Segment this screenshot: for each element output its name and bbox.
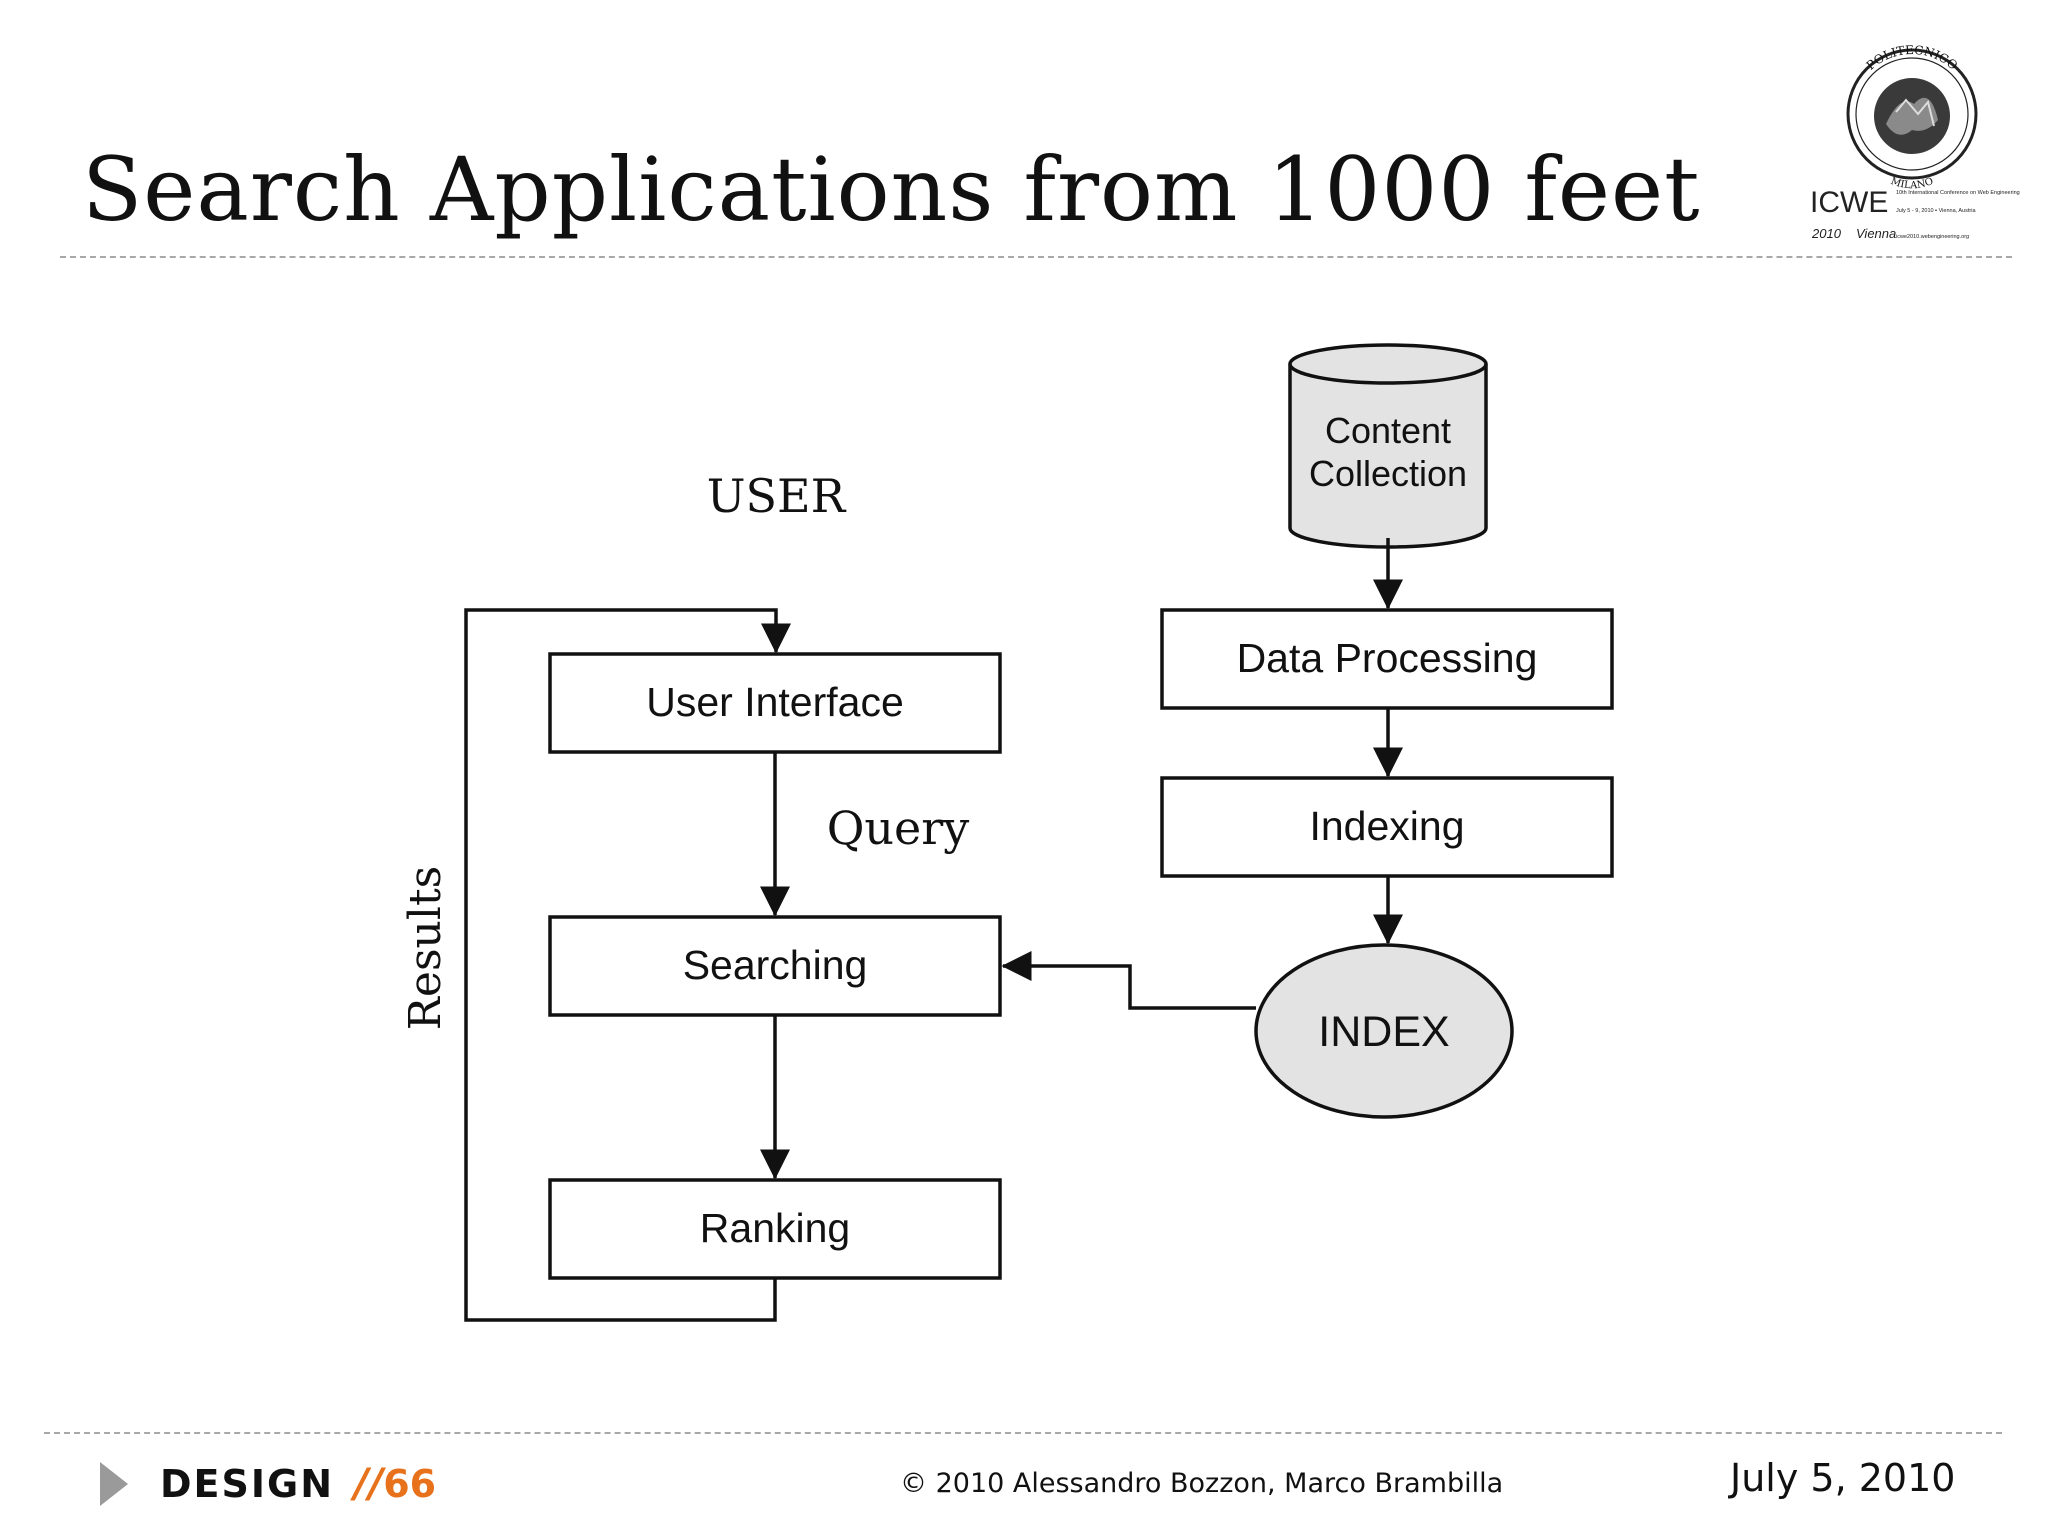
arrow-results-loop (464, 608, 791, 1322)
seal-text-bottom: MILANO (1889, 176, 1935, 191)
indexing-node: Indexing (1160, 776, 1614, 878)
conference-line2: July 5 - 9, 2010 ▪ Vienna, Austria (1896, 208, 1976, 214)
conference-mark: ICWE (1810, 186, 1888, 219)
bottom-divider (44, 1432, 2002, 1434)
user-interface-node: User Interface (548, 652, 1002, 754)
query-label: Query (827, 801, 970, 855)
searching-node: Searching (548, 915, 1002, 1017)
svg-text:MILANO: MILANO (1889, 176, 1935, 191)
conference-city: Vienna (1856, 226, 1896, 241)
index-node: INDEX (1254, 943, 1514, 1119)
play-triangle-icon (100, 1462, 128, 1506)
slide-title: Search Applications from 1000 feet (82, 138, 1701, 241)
footer-section-marker: DESIGN // 66 (100, 1454, 436, 1514)
ranking-label: Ranking (700, 1205, 850, 1251)
data-processing-node: Data Processing (1160, 608, 1614, 710)
data-processing-label: Data Processing (1237, 635, 1538, 681)
ranking-node: Ranking (548, 1178, 1002, 1280)
footer-date: July 5, 2010 (1730, 1456, 1956, 1500)
footer-copyright: © 2010 Alessandro Bozzon, Marco Brambill… (900, 1468, 1504, 1499)
conference-line1: 10th International Conference on Web Eng… (1896, 190, 2020, 196)
top-divider (60, 256, 2012, 258)
icwe-mark: ICWE 2010 Vienna 10th International Conf… (1810, 186, 2020, 241)
user-label: USER (707, 469, 847, 523)
footer-section-name: DESIGN (160, 1462, 335, 1506)
user-interface-label: User Interface (646, 679, 904, 725)
politecnico-icwe-logo: POLITECNICO MILANO ICWE 2010 Vienna 10th… (1810, 43, 2020, 241)
results-label: Results (400, 866, 451, 1030)
conference-line3: icwe2010.webengineering.org (1896, 234, 1969, 240)
content-collection-node: Content Collection (1288, 343, 1488, 549)
content-collection-label-line2: Collection (1309, 453, 1467, 494)
content-collection-label-line1: Content (1325, 410, 1451, 451)
searching-label: Searching (683, 942, 868, 988)
index-label: INDEX (1318, 1008, 1449, 1056)
indexing-label: Indexing (1309, 803, 1464, 849)
arrow-index-to-searching (1001, 951, 1256, 1010)
footer-slashes: // (354, 1461, 384, 1507)
footer-page-number: 66 (383, 1462, 437, 1506)
conference-year: 2010 (1811, 226, 1842, 241)
